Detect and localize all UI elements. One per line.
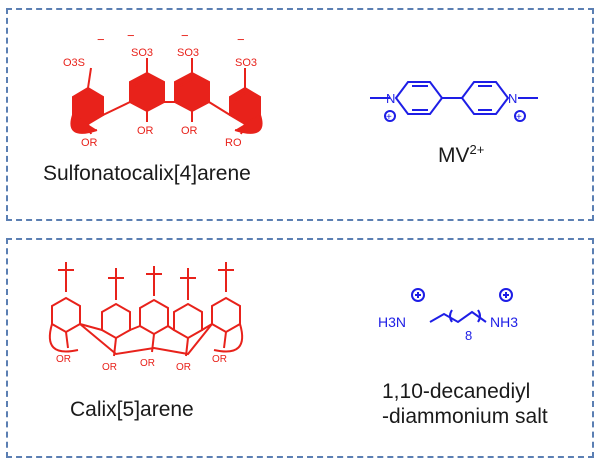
minus-sign-1: − xyxy=(97,32,105,47)
guest-name-mv-text: MV xyxy=(438,144,470,167)
minus-sign-3: − xyxy=(181,28,189,43)
top-panel xyxy=(6,8,594,221)
nh3-label: NH3 xyxy=(490,314,518,330)
so3-label-4: SO3 xyxy=(235,57,257,69)
ro-label: RO xyxy=(225,137,242,149)
methyl-viologen-structure: N N + + xyxy=(370,81,538,123)
so3-label-1: O3S xyxy=(63,57,85,69)
calix5-or-5: OR xyxy=(212,354,227,365)
decanediyl-diammonium-structure: H3N NH3 8 xyxy=(378,288,518,343)
so3-label-2: SO3 xyxy=(131,47,153,59)
so3-label-3: SO3 xyxy=(177,47,199,59)
or-label-3: OR xyxy=(181,125,198,137)
or-label-2: OR xyxy=(137,125,154,137)
guest-name-line2: -diammonium salt xyxy=(382,405,548,428)
bottom-panel xyxy=(6,238,594,458)
mv-plus-right: + xyxy=(516,112,522,123)
calix5arene-structure: OR OR OR OR OR xyxy=(48,262,244,373)
or-label-1: OR xyxy=(81,137,98,149)
minus-sign-4: − xyxy=(237,32,245,47)
mv-plus-left: + xyxy=(386,112,392,123)
minus-sign-2: − xyxy=(127,28,135,43)
mv-nitrogen-left: N xyxy=(386,91,395,106)
mv-nitrogen-right: N xyxy=(508,91,517,106)
calix5-or-3: OR xyxy=(140,358,155,369)
calix5-or-2: OR xyxy=(102,362,117,373)
calix5-or-1: OR xyxy=(56,354,71,365)
guest-name-mv: MV2+ xyxy=(438,142,484,168)
host-name-sulfonatocalix4arene: Sulfonatocalix[4]arene xyxy=(43,162,251,185)
calix5-or-4: OR xyxy=(176,362,191,373)
sulfonatocalix4arene-structure: O3S SO3 SO3 SO3 − − − − OR OR OR RO xyxy=(63,28,263,149)
chain-repeat-count: 8 xyxy=(465,328,472,343)
host-name-calix5arene: Calix[5]arene xyxy=(70,398,194,421)
h3n-label: H3N xyxy=(378,314,406,330)
guest-charge: 2+ xyxy=(469,142,485,157)
guest-name-line1: 1,10-decanediyl xyxy=(382,380,531,403)
